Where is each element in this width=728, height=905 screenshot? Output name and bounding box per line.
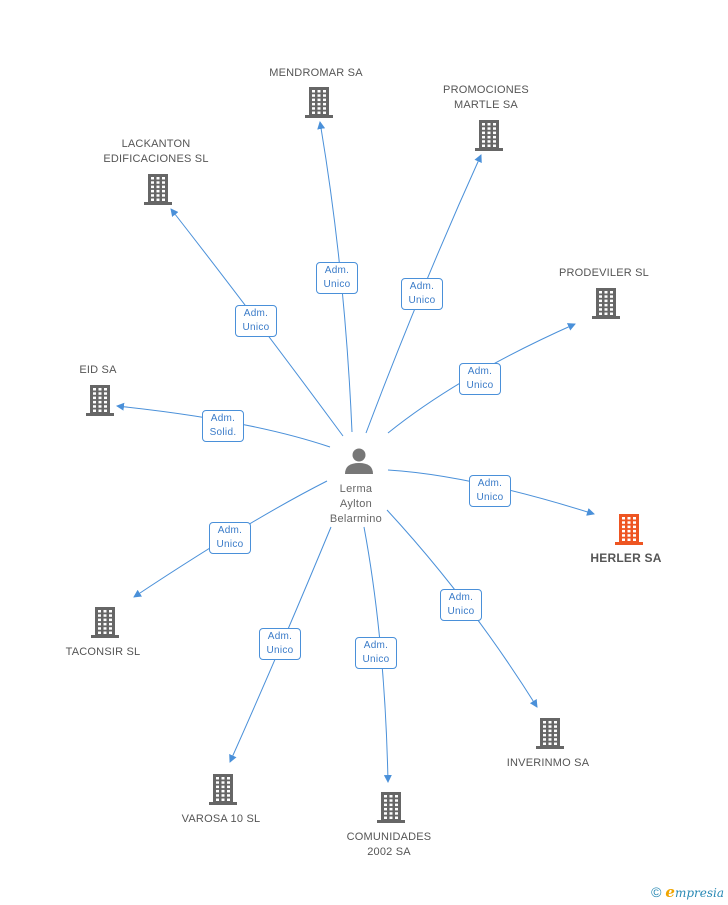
relation-badge-line: Adm. [448, 592, 474, 603]
company-label-line: VAROSA 10 SL [181, 813, 261, 825]
relation-badge-line: Unico [216, 539, 244, 550]
company-label-line: HERLER SA [590, 551, 662, 565]
relation-badge[interactable]: Adm. Unico [355, 637, 397, 669]
company-label-line: LACKANTON [121, 138, 191, 150]
company-label-line: MENDROMAR SA [269, 67, 363, 79]
relation-badge-line: Adm. [477, 478, 503, 489]
relation-badge[interactable]: Adm. Unico [469, 475, 511, 507]
relation-badge-line: Unico [466, 380, 494, 391]
relation-badge-line: Solid. [209, 427, 237, 438]
company-label-eid[interactable]: EID SA [79, 363, 116, 378]
relation-badge-line: Adm. [243, 308, 269, 319]
relation-badge[interactable]: Adm. Unico [209, 522, 251, 554]
building-icon[interactable] [86, 385, 114, 416]
person-name[interactable]: Lerma Aylton Belarmino [330, 482, 382, 527]
relation-badge-line: Adm. [467, 366, 493, 377]
relation-badge[interactable]: Adm. Unico [316, 262, 358, 294]
company-label-line: EID SA [79, 364, 117, 376]
footer-brand: © empresia [651, 883, 724, 901]
relation-badge-line: Adm. [324, 265, 350, 276]
building-icon[interactable] [209, 774, 237, 805]
relation-badge-line: Unico [266, 645, 294, 656]
building-icon[interactable] [536, 718, 564, 749]
relation-badge[interactable]: Adm. Unico [259, 628, 301, 660]
relation-badge-line: Unico [323, 279, 351, 290]
relation-badge-line: Unico [408, 295, 436, 306]
company-label-line: PROMOCIONES [443, 84, 529, 96]
person-name-line: Aylton [339, 498, 373, 510]
company-label-inverinmo[interactable]: INVERINMO SA [507, 756, 589, 771]
person-icon [345, 448, 373, 474]
relation-badge[interactable]: Adm. Solid. [202, 410, 244, 442]
relation-badge-line: Unico [447, 606, 475, 617]
relation-badge-line: Unico [476, 492, 504, 503]
company-label-line: TACONSIR SL [65, 646, 141, 658]
relation-badge-line: Adm. [267, 631, 293, 642]
empresia-logo: empresia [665, 883, 724, 901]
company-label-promociones[interactable]: PROMOCIONES MARTLE SA [443, 83, 529, 113]
company-label-mendromar[interactable]: MENDROMAR SA [269, 66, 362, 81]
relation-badge-line: Adm. [409, 281, 435, 292]
building-icon[interactable] [91, 607, 119, 638]
company-label-lackanton[interactable]: LACKANTON EDIFICACIONES SL [103, 137, 208, 167]
company-label-comunidades[interactable]: COMUNIDADES 2002 SA [347, 830, 432, 860]
relation-badge-line: Unico [362, 654, 390, 665]
person-name-line: Lerma [339, 483, 373, 495]
building-icon[interactable] [305, 87, 333, 118]
building-icon[interactable] [475, 120, 503, 151]
building-icon[interactable] [615, 514, 643, 545]
company-label-line: INVERINMO SA [506, 757, 590, 769]
building-icon[interactable] [144, 174, 172, 205]
copyright-symbol: © [651, 884, 662, 900]
relation-badge-line: Unico [242, 322, 270, 333]
relation-badge[interactable]: Adm. Unico [235, 305, 277, 337]
company-label-line: PRODEVILER SL [558, 267, 650, 279]
company-label-line: MARTLE SA [454, 99, 518, 111]
company-label-line: EDIFICACIONES SL [103, 153, 209, 165]
company-label-varosa[interactable]: VAROSA 10 SL [182, 812, 261, 827]
relation-badge[interactable]: Adm. Unico [459, 363, 501, 395]
building-icon[interactable] [377, 792, 405, 823]
relation-badge-line: Adm. [210, 413, 236, 424]
building-icon[interactable] [592, 288, 620, 319]
relation-badge-line: Adm. [217, 525, 243, 536]
person-name-line: Belarmino [329, 513, 383, 525]
company-label-line: COMUNIDADES [346, 831, 432, 843]
relation-badge[interactable]: Adm. Unico [401, 278, 443, 310]
company-label-herler[interactable]: HERLER SA [590, 551, 661, 566]
company-label-line: 2002 SA [367, 846, 411, 858]
company-label-prodeviler[interactable]: PRODEVILER SL [559, 266, 649, 281]
relation-badge-line: Adm. [363, 640, 389, 651]
company-label-taconsir[interactable]: TACONSIR SL [66, 645, 141, 660]
relation-badge[interactable]: Adm. Unico [440, 589, 482, 621]
